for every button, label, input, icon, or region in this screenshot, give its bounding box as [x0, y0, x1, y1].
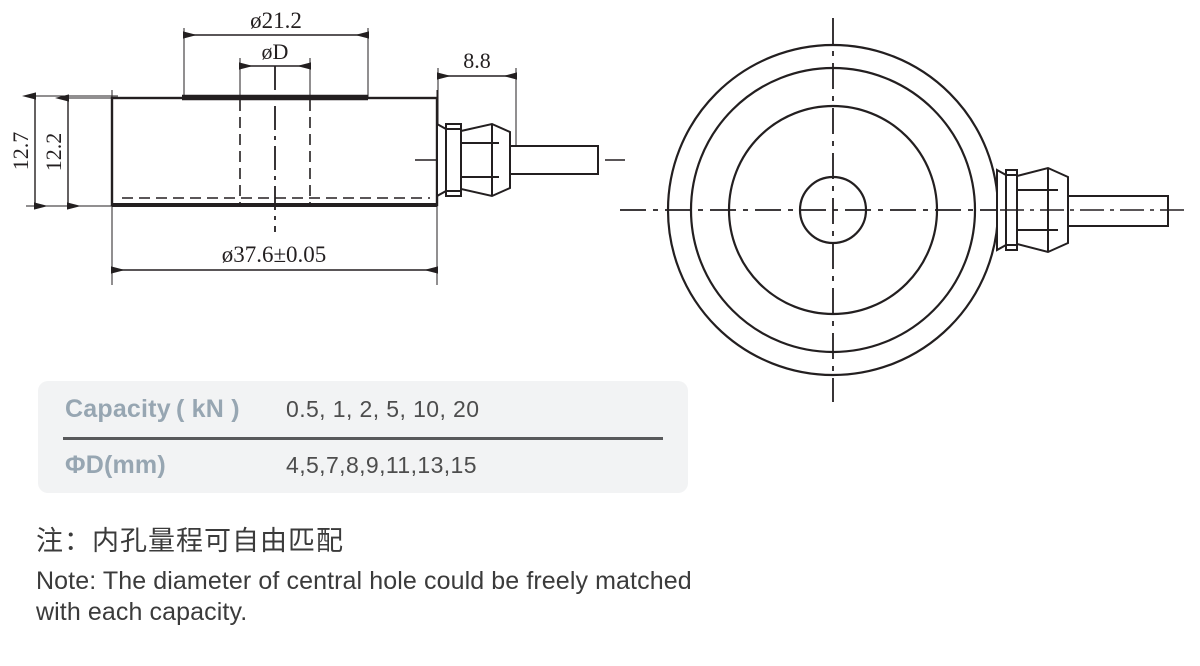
dim-phi37-6: ø37.6±0.05 — [111, 242, 438, 274]
side-section-view: ø21.2 øD 8.8 12.7 12.2 ø37.6±0.05 — [8, 8, 625, 285]
dim-8-8: 8.8 — [437, 48, 517, 80]
center-lines-front — [620, 18, 1000, 402]
note-english: Note: The diameter of central hole could… — [36, 567, 692, 626]
note-chinese: 注：内孔量程可自由匹配 — [36, 526, 344, 556]
spec-label-capacity: Capacity ( kN ) — [65, 394, 240, 423]
spec-value-capacity: 0.5, 1, 2, 5, 10, 20 — [286, 395, 480, 422]
table-row: Capacity ( kN ) 0.5, 1, 2, 5, 10, 20 — [38, 381, 688, 437]
table-divider — [63, 437, 663, 440]
hidden-lines — [122, 100, 430, 203]
cable-gland-side — [436, 122, 599, 198]
spec-table: Capacity ( kN ) 0.5, 1, 2, 5, 10, 20 ΦD(… — [38, 381, 688, 493]
dim-phi-d-label: øD — [262, 39, 289, 64]
dim-phi-d: øD — [239, 39, 311, 70]
front-view — [620, 18, 1190, 402]
dim-12-7-label: 12.7 — [8, 132, 33, 171]
dim-12-2-label: 12.2 — [41, 133, 66, 172]
dim-12-7: 12.7 — [8, 92, 48, 210]
dim-12-2: 12.2 — [41, 94, 81, 210]
dim-phi21-2-label: ø21.2 — [250, 8, 302, 33]
dim-phi21-2: ø21.2 — [183, 8, 369, 39]
spec-value-bore-diameter: 4,5,7,8,9,11,13,15 — [286, 451, 477, 478]
table-row: ΦD(mm) 4,5,7,8,9,11,13,15 — [38, 437, 688, 493]
dim-phi37-6-label: ø37.6±0.05 — [222, 242, 327, 267]
spec-label-bore-diameter: ΦD(mm) — [65, 450, 166, 479]
dim-8-8-label: 8.8 — [463, 48, 491, 73]
